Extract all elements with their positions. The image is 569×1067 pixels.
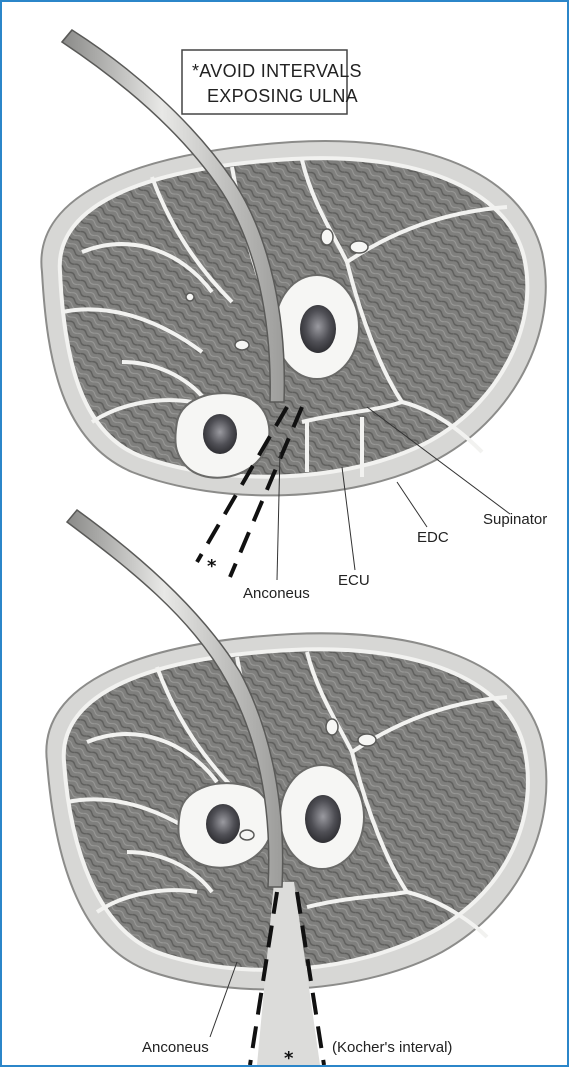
label-anconeus-top: Anconeus [243,585,310,602]
label-edc: EDC [417,529,449,546]
label-supinator: Supinator [483,511,547,528]
label-ecu: ECU [338,572,370,589]
notice-line-1: *AVOID INTERVALS [192,61,362,81]
label-kochers-interval: (Kocher's interval) [332,1039,452,1056]
radius-bone [280,765,364,869]
ulna-bone [175,393,269,478]
radius-bone [275,275,359,379]
star-marker-bottom: * [284,1048,294,1065]
star-marker-top: * [207,556,217,577]
notice-line-2: EXPOSING ULNA [207,86,358,106]
top-cross-section: Supinator EDC ECU Anconeus * [41,30,547,602]
ulna-bone [178,783,272,868]
label-anconeus-bottom: Anconeus [142,1039,209,1056]
avoid-notice: *AVOID INTERVALS EXPOSING ULNA [182,50,362,114]
